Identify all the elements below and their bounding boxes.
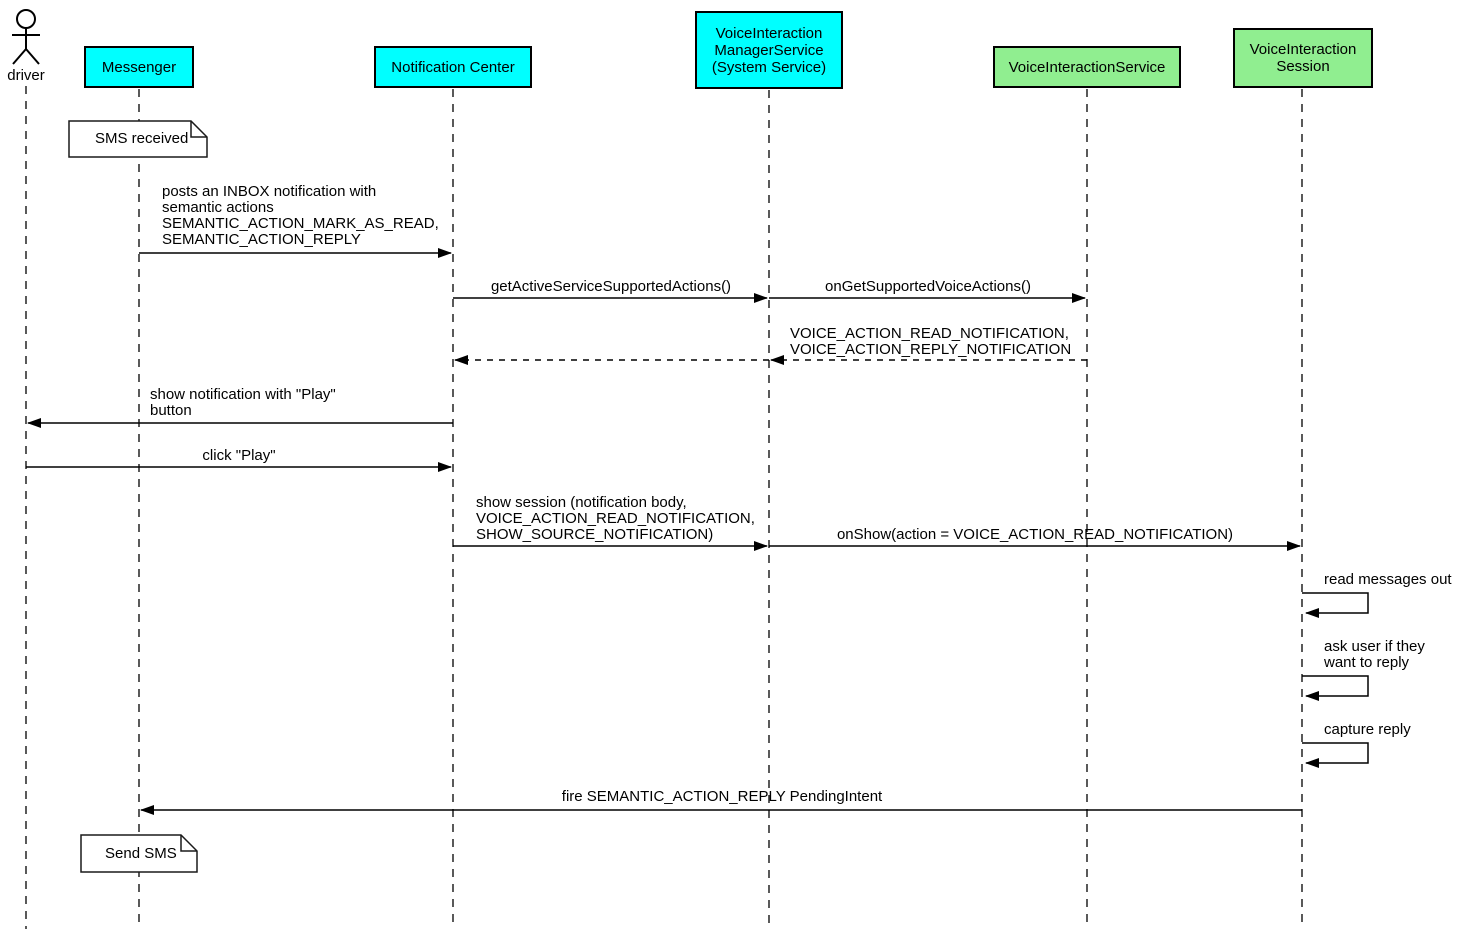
message-label-on-show: onShow(action = VOICE_ACTION_READ_NOTIFI… bbox=[836, 526, 1234, 543]
note-send-sms-shape bbox=[80, 834, 198, 873]
message-label-click-play: click "Play" bbox=[202, 447, 276, 464]
participant-voice-interaction-session: VoiceInteraction Session bbox=[1233, 28, 1373, 88]
participant-voice-interaction-manager-service: VoiceInteraction ManagerService (System … bbox=[695, 11, 843, 89]
message-label-on-get-supported-voice-actions: onGetSupportedVoiceActions() bbox=[825, 278, 1031, 295]
note-send-sms: Send SMS bbox=[105, 845, 177, 862]
message-label-show-notification: show notification with "Play" button bbox=[150, 386, 336, 419]
actor-driver-icon bbox=[12, 9, 40, 65]
arrow-self-read-messages bbox=[1302, 592, 1369, 618]
message-label-show-session: show session (notification body, VOICE_A… bbox=[476, 494, 755, 543]
participant-notification-center: Notification Center bbox=[374, 46, 532, 88]
message-label-get-active-service-supported-actions: getActiveServiceSupportedActions() bbox=[490, 278, 732, 295]
message-label-return-voice-actions: VOICE_ACTION_READ_NOTIFICATION, VOICE_AC… bbox=[790, 325, 1072, 358]
message-label-capture-reply: capture reply bbox=[1324, 721, 1411, 738]
note-sms-received: SMS received bbox=[95, 130, 189, 147]
message-arrows bbox=[26, 248, 1369, 815]
actor-driver-label: driver bbox=[7, 67, 45, 84]
arrow-self-ask-user bbox=[1302, 675, 1369, 701]
participant-voice-interaction-service: VoiceInteractionService bbox=[993, 46, 1181, 88]
participant-messenger: Messenger bbox=[84, 46, 194, 88]
lifelines bbox=[25, 86, 1303, 929]
message-label-posts-inbox-notification: posts an INBOX notification with semanti… bbox=[162, 183, 439, 248]
arrow-self-capture-reply bbox=[1302, 742, 1369, 768]
message-label-ask-user-reply: ask user if they want to reply bbox=[1324, 638, 1425, 671]
message-label-read-messages-out: read messages out bbox=[1324, 571, 1452, 588]
note-sms-received-shape bbox=[68, 120, 208, 158]
message-label-fire-semantic-action-reply: fire SEMANTIC_ACTION_REPLY PendingIntent bbox=[561, 788, 883, 805]
